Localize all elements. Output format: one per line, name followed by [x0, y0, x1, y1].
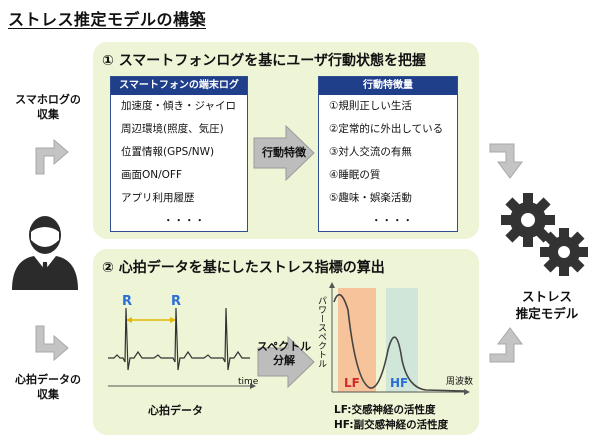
- list-item: ・・・・: [163, 215, 205, 227]
- list-item: ③対人交流の有無: [329, 146, 412, 158]
- up-right-arrow-to-model: [489, 327, 523, 363]
- power-spectrum: [329, 282, 470, 395]
- behavior-feature-arrow-label: 行動特徴: [262, 146, 306, 159]
- stress-model-label: ストレス 推定モデル: [515, 289, 579, 321]
- list-item: ②定常的に外出している: [329, 123, 444, 135]
- heartbeat-collection-label: 心拍データの 収集: [15, 373, 81, 401]
- list-item: 位置情報(GPS/NW): [121, 146, 215, 158]
- down-right-arrow: [35, 325, 69, 362]
- up-right-arrow: [35, 138, 69, 175]
- list-item: ①規則正しい生活: [329, 100, 412, 112]
- panel2-title: ② 心拍データを基にしたストレス指標の算出: [102, 260, 385, 276]
- panel1-title: ① スマートフォンログを基にユーザ行動状態を把握: [102, 53, 427, 69]
- behavior-feature-box: 行動特徴量 ①規則正しい生活 ②定常的に外出している ③対人交流の有無 ④睡眠の…: [318, 76, 458, 232]
- hf-band-label: HF: [390, 376, 409, 390]
- terminal-log-box: スマートフォンの端末ログ 加速度・傾き・ジャイロ 周辺環境(照度、気圧) 位置情…: [110, 76, 248, 232]
- list-item: ・・・・: [371, 215, 413, 227]
- list-item: 画面ON/OFF: [121, 169, 183, 181]
- terminal-log-header: スマートフォンの端末ログ: [111, 77, 247, 95]
- frequency-axis-label: 周波数: [446, 377, 474, 387]
- spectral-decomposition-label: スペクトル 分解: [256, 340, 312, 367]
- legend-lf: LF:交感神経の活性度: [334, 404, 436, 416]
- list-item: アプリ利用履歴: [121, 192, 195, 204]
- list-item: 加速度・傾き・ジャイロ: [121, 100, 236, 112]
- list-item: ⑤趣味・娯楽活動: [329, 192, 412, 204]
- page-title: ストレス推定モデルの構築: [8, 10, 207, 29]
- r-peak-label-1: R: [122, 294, 133, 309]
- gears-icon: [501, 193, 588, 276]
- lf-band-label: LF: [344, 376, 360, 390]
- list-item: 周辺環境(照度、気圧): [121, 123, 224, 135]
- power-spectrum-y-label: パワースペクトル: [316, 296, 326, 368]
- smartphone-log-collection-label: スマホログの 収集: [15, 93, 81, 121]
- legend-hf: HF:副交感神経の活性度: [334, 419, 449, 431]
- ecg-caption: 心拍データ: [148, 404, 203, 417]
- behavior-feature-header: 行動特徴量: [319, 77, 457, 95]
- down-right-arrow-to-model: [489, 143, 523, 179]
- spectral-decomposition-arrow: [257, 335, 315, 389]
- behavior-feature-arrow: [253, 124, 315, 182]
- list-item: ④睡眠の質: [329, 169, 381, 181]
- ecg-waveform: [108, 307, 256, 389]
- time-axis-label: time: [238, 377, 259, 387]
- user-avatar-icon: [12, 216, 78, 290]
- r-peak-label-2: R: [171, 294, 182, 309]
